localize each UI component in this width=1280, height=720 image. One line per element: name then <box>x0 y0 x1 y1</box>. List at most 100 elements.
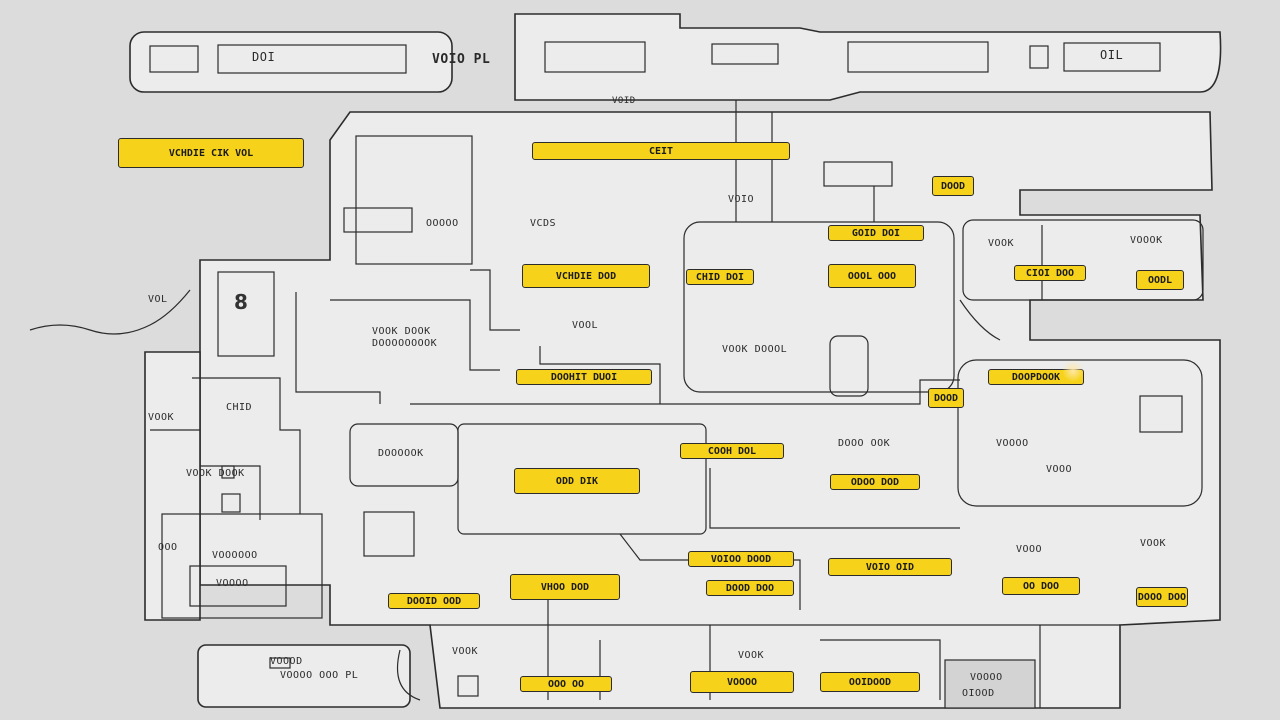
vol-label: VOOL <box>572 320 599 331</box>
mid-b-label: DOOO OOK <box>838 438 891 449</box>
left-wing <box>144 351 201 621</box>
right-c-label: VOOOO <box>216 578 249 589</box>
header-cell <box>217 44 407 74</box>
bottom-e-label: VOOOO <box>970 672 1003 683</box>
vd-small-label: VCDS <box>530 218 557 229</box>
lead-line <box>959 299 1001 341</box>
room <box>189 565 287 607</box>
room <box>343 207 413 233</box>
right-a-label: VOOOO <box>996 438 1029 449</box>
right-label-d: DOOPDOOK <box>988 369 1084 385</box>
room <box>269 657 291 669</box>
big-box-label: OOOOO <box>426 218 459 229</box>
wall <box>820 639 941 700</box>
right-label-e: DOOD <box>928 388 964 408</box>
mid-left-label: DOOHIT DUOI <box>516 369 652 385</box>
bottom-a-label: VOOK <box>452 646 479 657</box>
right-d-label: VOOO <box>1016 544 1043 555</box>
center-label-a: CHID DOI <box>686 269 754 285</box>
bottom-b-label: VOOOD <box>270 656 303 667</box>
header-tag: VOID <box>612 96 636 106</box>
room <box>823 161 893 187</box>
mid-label-d: DOOD DOO <box>706 580 794 596</box>
header-toolbar-right: OIL <box>1100 48 1124 62</box>
wall <box>200 465 261 520</box>
cells-label-a: VOOK DOOK <box>372 326 431 337</box>
room <box>457 423 707 535</box>
top-left-label: VCHDIE DOD <box>522 264 650 288</box>
wall <box>470 269 520 331</box>
room <box>355 135 473 265</box>
header-toolbar-left: DOI <box>252 50 276 64</box>
fl-b-label: CHID <box>226 402 253 413</box>
header-title: VOIO PL <box>432 52 491 67</box>
fl-a-label: VOOK <box>148 412 175 423</box>
top-bar-label: CEIT <box>532 142 790 160</box>
bottom-label-f: OOIDOOD <box>820 672 920 692</box>
mid-label-a: COOH DOL <box>680 443 784 459</box>
room <box>962 219 1204 301</box>
bottom-label-a: VOIO OID <box>828 558 952 576</box>
mid-c-label: OOO <box>158 542 178 553</box>
tower-glyph: 8 <box>234 290 248 314</box>
rail-label: VOIO <box>728 194 755 205</box>
lead-line <box>396 649 421 701</box>
header-cell <box>711 43 779 65</box>
right-label-b: CIOI DOO <box>1014 265 1086 281</box>
header-cell <box>544 41 646 73</box>
bottom-d-label: VOOK <box>738 650 765 661</box>
wall <box>295 292 381 404</box>
mid-d-label: VOOOOOO <box>212 550 258 561</box>
room-b-label: VOOOK <box>1130 235 1163 246</box>
room <box>217 271 275 357</box>
bottom-label-b: OO DOO <box>1002 577 1080 595</box>
room <box>683 221 955 393</box>
right-b-label: VOOO <box>1046 464 1073 475</box>
bottom-c-label: VOOOO OOO PL <box>280 670 359 681</box>
header-block-left <box>129 31 453 93</box>
bottom-f-label: OIOOD <box>962 688 995 699</box>
highlight-glow <box>1062 360 1084 382</box>
room-a-label: VOOK <box>988 238 1015 249</box>
bottom-label-c: DOOO DOO <box>1136 587 1188 607</box>
fl-c-label: VOOK DOOK <box>186 468 245 479</box>
header-cell <box>149 45 199 73</box>
wall <box>330 299 500 371</box>
header-cell <box>1029 45 1049 69</box>
room <box>829 335 869 397</box>
bottom-left-block <box>197 644 411 708</box>
header-cell <box>847 41 989 73</box>
lower-big-label: VHOO DOD <box>510 574 620 600</box>
room <box>161 513 323 619</box>
header-block-main <box>514 13 1222 101</box>
wall <box>539 346 661 404</box>
fl-d-label: DOOOOOK <box>378 448 424 459</box>
lead-line <box>29 289 191 335</box>
room <box>944 659 1036 709</box>
room <box>1139 395 1183 433</box>
wall <box>709 468 960 529</box>
center-label-b: GOID DOI <box>828 225 924 241</box>
bottom-label-d: OOO OO <box>520 676 612 692</box>
room <box>957 359 1203 507</box>
left-bottom-label: DOOID OOD <box>388 593 480 609</box>
mid-label-b: ODOO DOD <box>830 474 920 490</box>
right-e-label: VOOK <box>1140 538 1167 549</box>
mid-a-label: VOOK DOOOL <box>722 344 788 355</box>
room <box>363 511 415 557</box>
room <box>221 493 241 513</box>
wall <box>192 377 301 514</box>
header-cell <box>1063 42 1161 72</box>
cells-label-b: DOOOOOOOOK <box>372 338 438 349</box>
far-left-label: VOL <box>148 294 168 305</box>
bottom-label-e: VOOOO <box>690 671 794 693</box>
right-label-c: OODL <box>1136 270 1184 290</box>
main-floor <box>199 111 1221 709</box>
center-label-c: OOOL OOO <box>828 264 916 288</box>
title-label: VCHDIE CIK VOL <box>118 138 304 168</box>
wall <box>410 379 960 405</box>
right-label-a: DOOD <box>932 176 974 196</box>
big-mid-label: ODD DIK <box>514 468 640 494</box>
mid-label-c: VOIOO DOOD <box>688 551 794 567</box>
